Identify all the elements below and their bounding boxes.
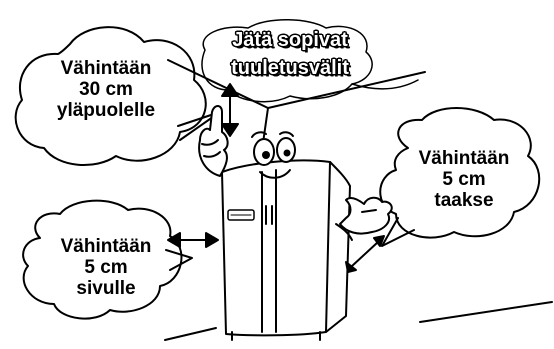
top-label-line-3: yläpuolelle: [26, 100, 186, 121]
side-label-line-3: sivulle: [26, 278, 186, 299]
back-label-line-2: 5 cm: [392, 169, 536, 190]
title-line-1: Jätä sopivat: [200, 26, 380, 54]
back-label-line-3: taakse: [392, 190, 536, 211]
waving-hand: [336, 198, 392, 240]
side-clearance-label: Vähintään 5 cm sivulle: [26, 236, 186, 299]
back-label-line-1: Vähintään: [392, 148, 536, 169]
side-label-line-1: Vähintään: [26, 236, 186, 257]
side-label-line-2: 5 cm: [26, 257, 186, 278]
top-label-line-2: 30 cm: [26, 79, 186, 100]
refrigerator: [222, 160, 350, 340]
diagram-title: Jätä sopivat tuuletusvälit: [200, 26, 380, 82]
title-line-2: tuuletusvälit: [200, 54, 380, 82]
top-clearance-label: Vähintään 30 cm yläpuolelle: [26, 58, 186, 121]
back-clearance-label: Vähintään 5 cm taakse: [392, 148, 536, 211]
top-label-line-1: Vähintään: [26, 58, 186, 79]
